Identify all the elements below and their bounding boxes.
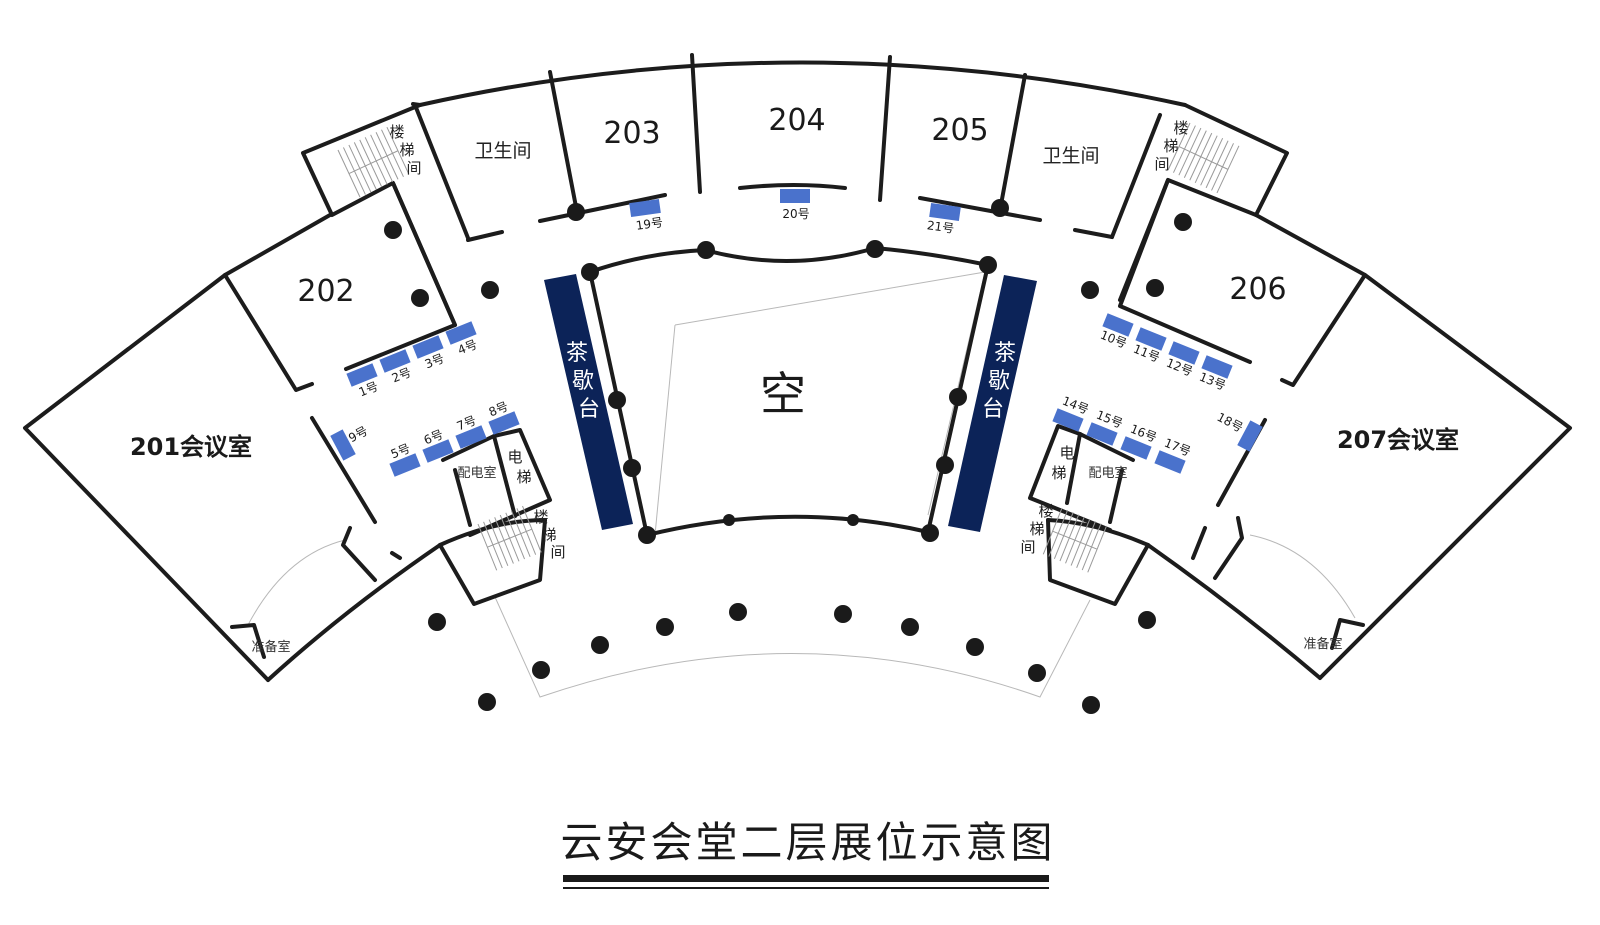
tea-counter-right: 茶 歇 台 [948,275,1037,532]
tea-counter-right-label-3: 台 [982,397,1004,422]
svg-text:8号: 8号 [487,399,510,419]
room-201-label: 201会议室 [130,433,252,461]
booth-7[interactable]: 7号 [455,413,487,449]
svg-text:楼: 楼 [389,123,404,141]
svg-text:梯: 梯 [541,526,556,544]
restroom-right-label: 卫生间 [1042,145,1099,167]
svg-text:20号: 20号 [782,207,809,221]
power-room-left-label: 配电室 [457,465,496,481]
svg-text:5号: 5号 [389,441,412,461]
svg-text:梯: 梯 [1029,520,1044,538]
svg-text:间: 间 [550,543,565,561]
room-labels: 203 204 205 202 206 201会议室 207会议室 卫生间 卫生… [130,103,1459,655]
svg-text:梯: 梯 [399,141,414,159]
tea-counter-left-label-3: 台 [578,397,600,422]
booth-17[interactable]: 17号 [1154,436,1193,474]
svg-text:9号: 9号 [346,424,370,446]
stair-bottom-right-label: 楼 梯 间 [1020,502,1053,556]
tea-counter-left-label-1: 茶 [566,341,588,366]
svg-text:1号: 1号 [357,379,380,399]
booth-20[interactable]: 20号 [780,189,810,221]
room-206-label: 206 [1229,272,1286,307]
svg-text:梯: 梯 [516,468,531,486]
room-walls [223,53,1367,659]
svg-text:2号: 2号 [390,365,413,385]
restroom-left-label: 卫生间 [474,140,531,162]
svg-text:19号: 19号 [635,215,664,233]
svg-text:楼: 楼 [1173,119,1188,137]
booth-21[interactable]: 21号 [926,202,961,236]
prep-room-left-label: 准备室 [251,639,290,655]
booth-10[interactable]: 10号 [1098,313,1134,351]
booth-5[interactable]: 5号 [389,441,421,477]
tea-counter-left-label-2: 歇 [572,369,594,394]
svg-text:间: 间 [1154,155,1169,173]
stair-top-right-label: 楼 梯 间 [1154,119,1188,173]
booth-1[interactable]: 1号 [346,363,380,399]
title-block: 云安会堂二层展位示意图 [560,818,1055,889]
stair-top-left-label: 楼 梯 间 [389,123,421,177]
svg-text:电: 电 [507,448,522,466]
prep-room-right-label: 准备室 [1303,636,1342,652]
svg-text:梯: 梯 [1051,464,1066,482]
svg-text:6号: 6号 [422,427,445,447]
svg-text:楼: 楼 [1038,502,1053,520]
columns [384,199,1192,714]
outer-walls [23,60,1572,682]
svg-text:间: 间 [1020,538,1035,556]
title-underline-thin [563,887,1049,889]
title-underline-thick [563,875,1049,882]
tea-counter-left: 茶 歇 台 [544,274,633,530]
booth-3[interactable]: 3号 [412,335,446,371]
booth-18[interactable]: 18号 [1215,410,1263,452]
booth-19[interactable]: 19号 [629,198,664,233]
svg-text:21号: 21号 [926,218,955,236]
svg-text:7号: 7号 [455,413,478,433]
void-label: 空 [760,367,806,421]
power-room-right-label: 配电室 [1088,465,1127,481]
atrium-boundary [588,246,990,537]
svg-text:4号: 4号 [456,337,479,357]
svg-text:18号: 18号 [1215,410,1246,435]
tea-counter-right-label-1: 茶 [994,341,1016,366]
elevator-right-label: 电 梯 [1051,444,1074,482]
room-204-label: 204 [768,103,825,138]
svg-text:楼: 楼 [533,508,548,526]
booth-16[interactable]: 16号 [1120,422,1159,460]
svg-text:梯: 梯 [1163,137,1178,155]
room-207-label: 207会议室 [1337,426,1459,454]
booth-6[interactable]: 6号 [422,427,454,463]
stair-hatching [337,122,1240,573]
stair-bottom-left-label: 楼 梯 间 [533,508,565,561]
booth-2[interactable]: 2号 [379,349,413,385]
page-title: 云安会堂二层展位示意图 [560,818,1055,867]
room-202-label: 202 [297,274,354,309]
room-205-label: 205 [931,113,988,148]
svg-text:间: 间 [406,159,421,177]
booths: 1号 2号 3号 4号 5号 6号 7号 8号 [330,189,1263,477]
svg-text:3号: 3号 [423,351,446,371]
booth-13[interactable]: 13号 [1197,355,1233,393]
svg-text:电: 电 [1059,444,1074,462]
elevator-left-label: 电 梯 [507,448,531,486]
booth-8[interactable]: 8号 [487,399,520,435]
booth-12[interactable]: 12号 [1164,341,1200,379]
booth-11[interactable]: 11号 [1131,327,1167,365]
tea-counter-right-label-2: 歇 [988,369,1010,394]
room-203-label: 203 [603,116,660,151]
booth-4[interactable]: 4号 [445,321,479,357]
